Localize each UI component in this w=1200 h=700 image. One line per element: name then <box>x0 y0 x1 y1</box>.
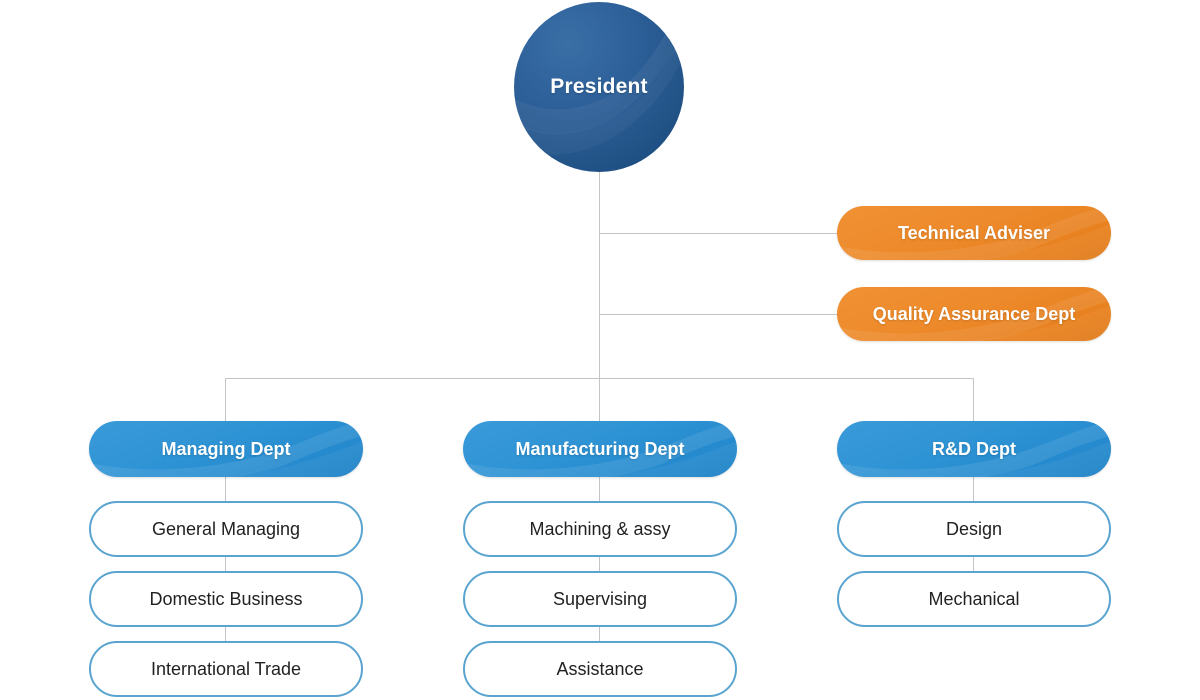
node-technical-adviser-label: Technical Adviser <box>897 222 1051 243</box>
node-design-label: Design <box>945 518 1003 539</box>
node-president[interactable]: President <box>514 2 684 172</box>
node-mechanical-label: Mechanical <box>928 588 1020 609</box>
node-managing-dept-label: Managing Dept <box>161 438 291 459</box>
node-design[interactable]: Design <box>837 501 1111 557</box>
node-general-managing-label: General Managing <box>151 518 301 539</box>
node-rd-dept-label: R&D Dept <box>932 438 1016 459</box>
node-managing-dept[interactable]: Managing Dept <box>89 421 363 477</box>
node-domestic-business-label: Domestic Business <box>149 588 303 609</box>
president-highlight-swoosh <box>514 2 684 155</box>
node-manufacturing-dept[interactable]: Manufacturing Dept <box>463 421 737 477</box>
node-rd-dept[interactable]: R&D Dept <box>837 421 1111 477</box>
node-president-label: President <box>550 75 648 98</box>
node-general-managing[interactable]: General Managing <box>89 501 363 557</box>
node-international-trade[interactable]: International Trade <box>89 641 363 697</box>
node-domestic-business[interactable]: Domestic Business <box>89 571 363 627</box>
node-supervising[interactable]: Supervising <box>463 571 737 627</box>
node-mechanical[interactable]: Mechanical <box>837 571 1111 627</box>
node-quality-assurance-dept[interactable]: Quality Assurance Dept <box>837 287 1111 341</box>
node-machining-assy-label: Machining & assy <box>529 518 671 539</box>
node-assistance-label: Assistance <box>556 658 644 679</box>
node-technical-adviser[interactable]: Technical Adviser <box>837 206 1111 260</box>
node-quality-assurance-dept-label: Quality Assurance Dept <box>872 303 1076 324</box>
node-assistance[interactable]: Assistance <box>463 641 737 697</box>
node-international-trade-label: International Trade <box>150 658 302 679</box>
node-supervising-label: Supervising <box>552 588 648 609</box>
node-machining-assy[interactable]: Machining & assy <box>463 501 737 557</box>
node-manufacturing-dept-label: Manufacturing Dept <box>515 438 685 459</box>
